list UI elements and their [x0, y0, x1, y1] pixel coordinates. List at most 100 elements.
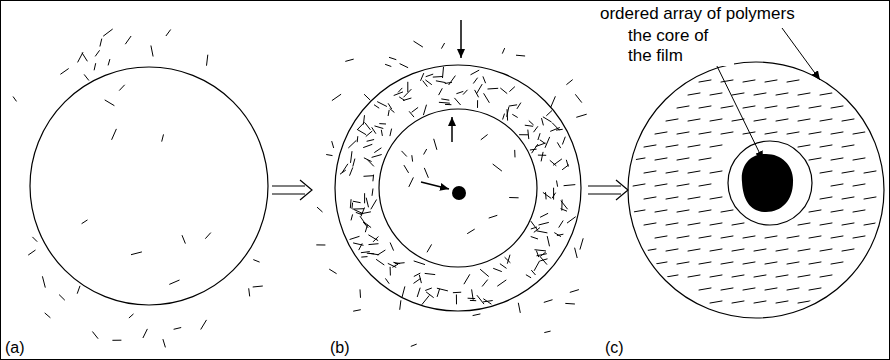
polymer-dash — [540, 140, 546, 144]
polymer-dash — [354, 210, 363, 214]
polymer-dash — [633, 210, 646, 212]
polymer-dash — [699, 184, 712, 186]
polymer-dash — [776, 249, 789, 251]
polymer-dash — [365, 123, 370, 130]
polymer-dash — [45, 313, 51, 318]
polymer-dash — [60, 69, 68, 75]
polymer-dash — [677, 106, 690, 108]
polymer-dash — [390, 129, 392, 137]
polymer-dash — [182, 235, 185, 243]
polymer-dash — [820, 145, 833, 147]
polymer-dash — [546, 111, 552, 116]
polymer-dash — [407, 82, 408, 92]
polymer-dash — [400, 64, 409, 68]
polymer-dash — [565, 303, 575, 305]
polymer-dash — [754, 119, 767, 121]
callout-label: ordered array of polymers — [598, 4, 797, 24]
polymer-dash — [534, 261, 540, 271]
polymer-dash — [350, 199, 352, 208]
polymer-dash — [509, 105, 517, 106]
polymer-dash — [471, 70, 480, 75]
polymer-dash — [409, 177, 414, 187]
callout-label: the core of the film — [626, 26, 734, 66]
polymer-dash — [477, 100, 478, 108]
polymer-dash — [463, 90, 468, 95]
polymer-dash — [545, 137, 550, 148]
flow-arrow — [451, 117, 453, 142]
polymer-dash — [564, 185, 576, 186]
polymer-dash — [519, 134, 528, 135]
polymer-dash — [820, 223, 833, 225]
polymer-dash — [342, 164, 348, 173]
polymer-dash — [688, 275, 701, 277]
polymer-dash — [112, 340, 121, 341]
polymer-dash — [353, 243, 363, 245]
polymer-dash — [481, 135, 488, 140]
polymer-dash — [439, 88, 443, 95]
polymer-dash — [655, 184, 668, 186]
polymer-dash — [316, 244, 325, 245]
polymer-dash — [367, 140, 375, 142]
polymer-dash — [540, 259, 547, 261]
polymer-dash — [864, 171, 877, 173]
core-circle — [728, 141, 812, 225]
polymer-dash — [361, 256, 367, 258]
polymer-dash — [361, 208, 365, 217]
polymer-dash — [540, 213, 548, 217]
polymer-dash — [426, 292, 434, 298]
polymer-dash — [425, 273, 436, 274]
polymer-dash — [377, 102, 387, 107]
polymer-dash — [765, 288, 778, 290]
polymer-dash — [699, 236, 712, 238]
polymer-dash — [699, 106, 712, 108]
polymer-dash — [424, 168, 428, 178]
polymer-dash — [351, 203, 353, 209]
polymer-dash — [831, 210, 844, 212]
polymer-dash — [633, 158, 646, 160]
polymer-dash — [531, 221, 538, 230]
polymer-dash — [710, 119, 723, 121]
polymer-dash — [514, 150, 515, 158]
polymer-dash — [493, 164, 502, 171]
polymer-dash — [375, 126, 384, 129]
panel-label: (a) — [3, 338, 27, 358]
polymer-dash — [411, 344, 417, 346]
polymer-dash — [445, 82, 452, 83]
polymer-dash — [350, 236, 360, 239]
polymer-dash — [644, 223, 657, 225]
polymer-dash — [666, 145, 679, 147]
polymer-dash — [372, 127, 376, 133]
polymer-dash — [253, 286, 263, 287]
polymer-dash — [497, 280, 506, 286]
polymer-dash — [831, 184, 844, 186]
polymer-dash — [798, 145, 811, 147]
polymer-dash — [456, 91, 463, 93]
polymer-dash — [369, 243, 379, 245]
polymer-dash — [798, 223, 811, 225]
polymer-dash — [536, 231, 547, 233]
polymer-dash — [677, 210, 690, 212]
polymer-dash — [536, 143, 546, 147]
polymer-dash — [332, 141, 334, 148]
polymer-dash — [534, 126, 538, 132]
polymer-dash — [853, 210, 866, 212]
polymer-dash — [732, 223, 745, 225]
polymer-dash — [364, 222, 371, 228]
polymer-dash — [441, 43, 444, 49]
polymer-dash — [732, 119, 745, 121]
polymer-dash — [390, 109, 395, 113]
polymer-dash — [437, 288, 448, 291]
polymer-dash — [412, 107, 419, 112]
polymer-dash — [699, 80, 712, 82]
polymer-dash — [28, 250, 35, 255]
polymer-dash — [853, 236, 866, 238]
polymer-dash — [842, 171, 855, 173]
polymer-dash — [575, 248, 578, 258]
polymer-dash — [398, 88, 402, 93]
polymer-dash — [842, 249, 855, 251]
polymer-dash — [743, 262, 756, 264]
polymer-dash — [552, 193, 555, 198]
polymer-dash — [507, 255, 510, 264]
polymer-dash — [456, 295, 457, 305]
